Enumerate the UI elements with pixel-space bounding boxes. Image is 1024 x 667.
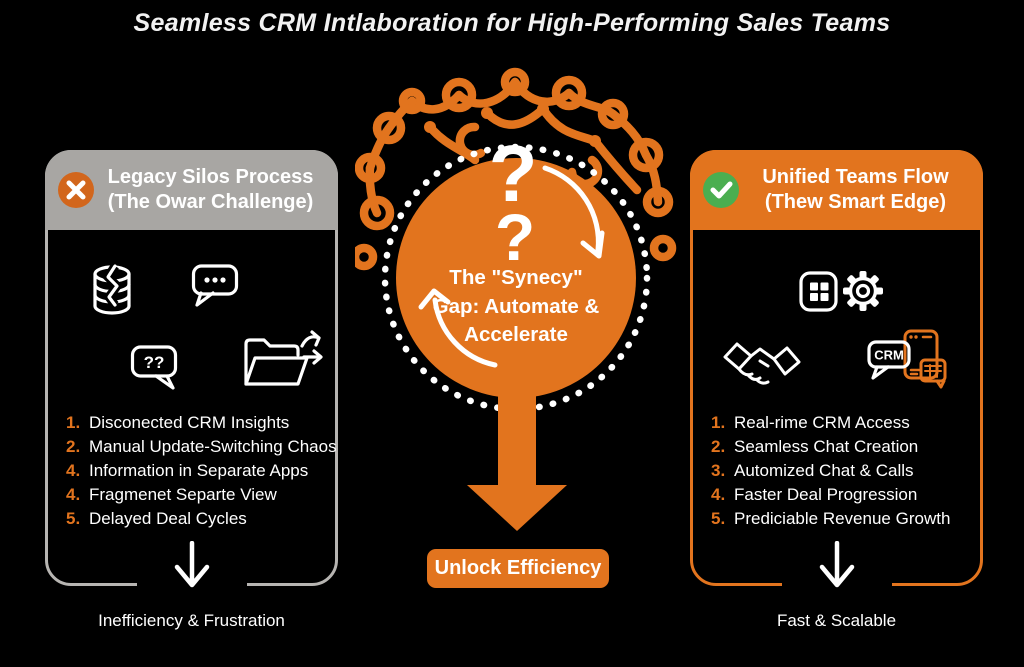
legacy-list-item-4: 4. Fragmenet Separte View (66, 483, 337, 507)
check-circle-icon (702, 171, 740, 209)
folder-share-icon (239, 329, 323, 391)
question-mark-bottom: ? (494, 200, 536, 274)
item-number: 1. (66, 413, 81, 432)
item-number: 2. (711, 437, 726, 456)
legacy-title-line2: (The Owar Challenge) (107, 191, 314, 213)
chat-dots-icon (191, 263, 239, 309)
brain-network-dots (424, 103, 601, 147)
unified-list-item-4: 4. Faster Deal Progression (711, 483, 950, 507)
unified-list-item-5: 5. Prediciable Revenue Growth (711, 507, 950, 531)
center-art (355, 67, 677, 531)
item-number: 5. (711, 509, 726, 528)
unified-panel-header: Unified Teams Flow (Thew Smart Edge) (690, 150, 983, 230)
gap-text-line1: The "Synecy" (449, 266, 583, 289)
legacy-list-item-3: 4. Information in Separate Apps (66, 459, 337, 483)
unified-title-line1: Unified Teams Flow (762, 166, 949, 188)
down-arrow-icon (815, 540, 859, 600)
item-number: 4. (66, 461, 81, 480)
item-number: 1. (711, 413, 726, 432)
item-text: Fragmenet Separte View (89, 485, 277, 504)
brain-network-icon (355, 67, 677, 271)
legacy-list-item-5: 5. Delayed Deal Cycles (66, 507, 337, 531)
legacy-list-item-2: 2. Manual Update-Switching Chaos (66, 435, 337, 459)
big-down-arrow (467, 393, 567, 531)
question-mark-top: ? (488, 129, 538, 218)
legacy-title-line1: Legacy Silos Process (107, 166, 314, 188)
legacy-panel-header: Legacy Silos Process (The Owar Challenge… (45, 150, 338, 230)
item-text: Real-rime CRM Access (734, 413, 910, 432)
gap-text-line2: Gap: Automate & (432, 294, 600, 318)
unified-panel-title: Unified Teams Flow (Thew Smart Edge) (740, 165, 971, 215)
cycle-arrows-icon (418, 165, 605, 368)
item-number: 2. (66, 437, 81, 456)
x-circle-icon (57, 171, 95, 209)
legacy-list-item-1: 1. Disconected CRM Insights (66, 411, 337, 435)
item-text: Faster Deal Progression (734, 485, 918, 504)
broken-database-icon (88, 263, 136, 317)
gear-icon (839, 267, 887, 315)
item-text: Information in Separate Apps (89, 461, 309, 480)
question-chat-icon: ?? (130, 344, 178, 392)
unified-list-item-1: 1. Real-rime CRM Access (711, 411, 950, 435)
item-number: 3. (711, 461, 726, 480)
question-chat-label: ?? (144, 353, 165, 372)
gap-circle (396, 158, 636, 398)
crm-bubble-label: CRM (874, 348, 904, 363)
page-title: Seamless CRM Intlaboration for High-Perf… (133, 9, 891, 37)
item-text: Manual Update-Switching Chaos (89, 437, 337, 456)
item-number: 5. (66, 509, 81, 528)
app-grid-icon (798, 269, 840, 314)
legacy-panel-title: Legacy Silos Process (The Owar Challenge… (95, 165, 326, 215)
legacy-outcome-label: Inefficiency & Frustration (98, 611, 285, 630)
item-text: Disconected CRM Insights (89, 413, 290, 432)
item-text: Prediciable Revenue Growth (734, 509, 951, 528)
synergy-gap-graphic: ? ? The "Synecy" Gap: Automate & Acceler… (355, 65, 677, 599)
legacy-list: 1. Disconected CRM Insights 2. Manual Upda… (66, 411, 337, 531)
crm-chat-icon: CRM (867, 329, 951, 391)
unified-panel: Unified Teams Flow (Thew Smart Edge) (690, 150, 983, 588)
item-number: 4. (711, 485, 726, 504)
unified-outcome-label: Fast & Scalable (776, 611, 897, 630)
gap-text-line3: Accelerate (464, 323, 568, 346)
unified-list-item-3: 3. Automized Chat & Calls (711, 459, 950, 483)
item-text: Delayed Deal Cycles (89, 509, 247, 528)
unified-list-item-2: 2. Seamless Chat Creation (711, 435, 950, 459)
item-number: 4. (66, 485, 81, 504)
item-text: Automized Chat & Calls (734, 461, 914, 480)
down-arrow-icon (170, 540, 214, 600)
gap-circle-text: The "Synecy" Gap: Automate & Accelerate (396, 264, 636, 350)
unified-list: 1. Real-rime CRM Access 2. Seamless Chat C… (711, 411, 950, 531)
unlock-efficiency-button[interactable]: Unlock Efficiency (427, 549, 609, 588)
legacy-panel: Legacy Silos Process (The Owar Challenge… (45, 150, 338, 588)
dotted-ring (381, 143, 651, 413)
item-text: Seamless Chat Creation (734, 437, 919, 456)
unified-title-line2: (Thew Smart Edge) (764, 191, 947, 213)
handshake-icon (723, 334, 801, 386)
